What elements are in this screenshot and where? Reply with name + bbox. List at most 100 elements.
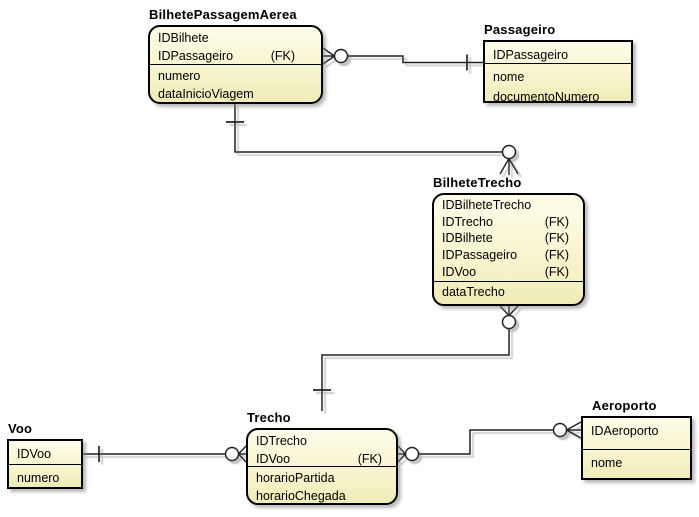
attribute-name: nome: [493, 69, 525, 84]
entity-bilhetetrecho[interactable]: BilheteTrecho IDBilheteTrecho IDTrecho (…: [432, 175, 585, 306]
entity-box: IDVoo numero: [7, 439, 83, 489]
entity-title: Aeroporto: [592, 398, 657, 413]
crows-foot-icon: [322, 47, 335, 65]
entity-title: Passageiro: [484, 22, 556, 37]
attribute-name: IDVoo: [17, 447, 52, 461]
fk-tag: (FK): [544, 214, 569, 229]
relationship-line: [347, 55, 483, 64]
attribute-row: IDVoo (FK): [442, 263, 569, 280]
attribute-row: documentoNumero: [493, 88, 617, 101]
optionality-circle-icon: [224, 446, 240, 462]
attribute-name: dataTrecho: [442, 285, 505, 300]
attribute-name: IDBilhete: [158, 31, 209, 45]
attribute-row: IDPassageiro: [493, 46, 617, 63]
key-attributes-section: IDPassageiro: [485, 42, 631, 64]
attributes-section: horarioPartida horarioChegada: [248, 467, 396, 503]
entity-voo[interactable]: Voo IDVoo numero: [7, 421, 83, 489]
attribute-name: horarioPartida: [256, 470, 335, 485]
attribute-row: horarioPartida: [256, 469, 382, 487]
entity-box: IDPassageiro nome documentoNumero: [483, 40, 633, 103]
crows-foot-icon: [397, 445, 407, 463]
attribute-name: nome: [591, 456, 623, 470]
attribute-row: numero: [158, 67, 295, 85]
crows-foot-icon: [237, 445, 247, 463]
attribute-name: numero: [17, 470, 60, 485]
optionality-circle-icon: [333, 48, 349, 64]
attribute-row: horarioChegada: [256, 487, 382, 503]
relationship-line: [418, 429, 554, 455]
attributes-section: nome: [583, 450, 690, 473]
key-attributes-section: IDBilheteTrecho IDTrecho (FK) IDBilhete …: [434, 195, 583, 282]
fk-tag: (FK): [544, 231, 569, 246]
attribute-row: IDBilhete (FK): [442, 230, 569, 247]
fk-tag: (FK): [544, 264, 569, 279]
attribute-name: IDPassageiro: [442, 248, 518, 263]
entity-box: IDTrecho IDVoo (FK) horarioPartida horar…: [246, 428, 398, 505]
attribute-name: numero: [158, 69, 201, 83]
optionality-circle-icon: [552, 422, 568, 438]
attribute-row: dataInicioViagem: [158, 85, 295, 102]
attribute-name: IDVoo: [256, 452, 291, 466]
attribute-row: nome: [591, 454, 676, 472]
entity-title: BilheteTrecho: [433, 175, 522, 190]
crows-foot-icon: [499, 305, 519, 316]
relationship-line: [321, 328, 510, 411]
entity-bilhetepassagemaerea[interactable]: BilhetePassagemAerea IDBilhete IDPassage…: [148, 7, 323, 104]
crows-foot-icon: [499, 158, 519, 175]
fk-tag: (FK): [270, 49, 295, 63]
attribute-row: IDAeroporto: [591, 422, 676, 440]
optionality-circle-icon: [501, 144, 517, 160]
key-attributes-section: IDTrecho IDVoo (FK): [248, 430, 396, 467]
attribute-name: IDBilhete: [442, 231, 493, 246]
attribute-row: IDTrecho: [256, 432, 382, 450]
attributes-section: nome documentoNumero: [485, 64, 631, 101]
entity-title: Trecho: [247, 410, 291, 425]
relationship-bilhetepassagemaerea-bilhetetrecho[interactable]: [226, 104, 519, 175]
attribute-row: IDPassageiro (FK): [158, 47, 295, 64]
attribute-name: IDTrecho: [442, 214, 493, 229]
entity-aeroporto[interactable]: Aeroporto IDAeroporto nome: [581, 398, 692, 480]
key-attributes-section: IDBilhete IDPassageiro (FK): [150, 27, 321, 65]
attribute-row: numero: [17, 469, 67, 487]
attributes-section: dataTrecho: [434, 282, 583, 302]
attribute-name: dataInicioViagem: [158, 87, 254, 101]
entity-title: Voo: [8, 421, 33, 436]
attribute-name: IDPassageiro: [493, 48, 569, 62]
entity-passageiro[interactable]: Passageiro IDPassageiro nome documentoNu…: [483, 22, 633, 103]
relationship-trecho-bilhetetrecho[interactable]: [313, 305, 519, 411]
relationship-trecho-aeroporto[interactable]: [397, 421, 582, 463]
key-attributes-section: IDAeroporto: [583, 418, 690, 450]
attributes-section: numero: [9, 465, 81, 487]
entity-title: BilhetePassagemAerea: [149, 7, 297, 22]
attributes-section: numero dataInicioViagem: [150, 65, 321, 102]
crows-foot-icon: [566, 421, 582, 439]
attribute-name: IDVoo: [442, 264, 477, 279]
attribute-row: IDBilhete: [158, 29, 295, 47]
attribute-row: dataTrecho: [442, 284, 569, 301]
fk-tag: (FK): [544, 248, 569, 263]
attribute-row: IDTrecho (FK): [442, 214, 569, 231]
relationship-voo-trecho[interactable]: [83, 445, 247, 463]
entity-trecho[interactable]: Trecho IDTrecho IDVoo (FK) horarioPartid…: [246, 410, 398, 505]
attribute-row: IDVoo: [17, 445, 67, 463]
optionality-circle-icon: [501, 314, 517, 330]
attribute-row: nome: [493, 68, 617, 86]
attribute-name: IDTrecho: [256, 434, 307, 448]
relationship-line: [234, 104, 503, 153]
entity-box: IDAeroporto nome: [581, 416, 692, 480]
attribute-name: IDPassageiro: [158, 49, 234, 63]
attribute-row: IDVoo (FK): [256, 450, 382, 466]
fk-tag: (FK): [357, 452, 382, 466]
attribute-name: IDBilheteTrecho: [442, 198, 532, 213]
entity-box: IDBilheteTrecho IDTrecho (FK) IDBilhete …: [432, 193, 585, 306]
attribute-row: IDPassageiro (FK): [442, 247, 569, 264]
attribute-name: horarioChegada: [256, 488, 346, 503]
key-attributes-section: IDVoo: [9, 441, 81, 465]
relationship-passageiro-bilhetepassagemaerea[interactable]: [322, 47, 483, 71]
attribute-name: documentoNumero: [493, 89, 600, 101]
attribute-row: IDBilheteTrecho: [442, 197, 569, 214]
attribute-name: IDAeroporto: [591, 424, 659, 438]
entity-box: IDBilhete IDPassageiro (FK) numero dataI…: [148, 25, 323, 104]
